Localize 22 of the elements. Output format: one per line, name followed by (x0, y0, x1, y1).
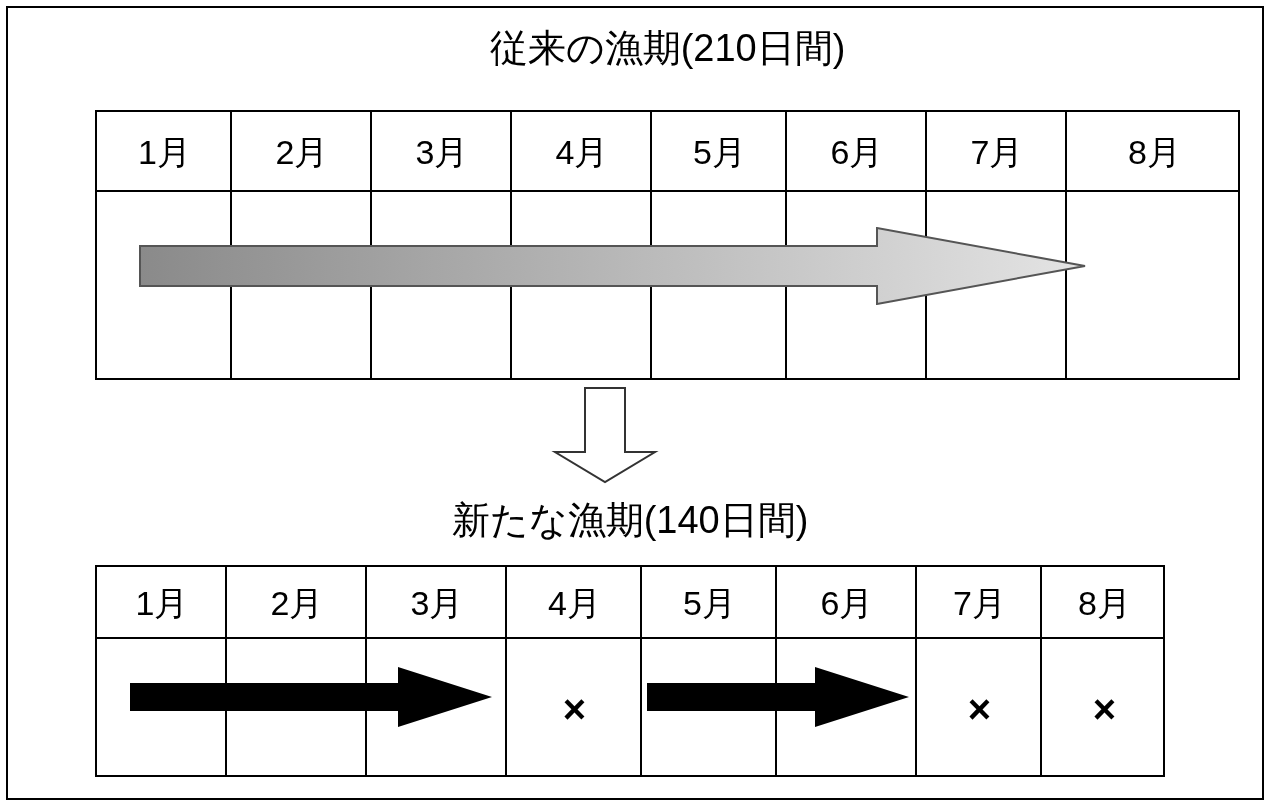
month-label: 3月 (410, 582, 464, 624)
month-label: 7月 (970, 131, 1024, 173)
month-label: 5月 (683, 582, 736, 624)
table-heading: 新たな漁期(140日間) (451, 498, 809, 543)
month-label: 2月 (270, 582, 324, 624)
month-label: 1月 (135, 582, 189, 624)
closed-mark: × (562, 686, 587, 733)
month-label: 8月 (1078, 582, 1131, 624)
month-label: 2月 (275, 131, 329, 173)
month-label: 3月 (415, 131, 469, 173)
month-label: 7月 (953, 582, 1006, 624)
down-arrow (551, 387, 659, 484)
closed-mark: × (967, 686, 992, 733)
month-label: 1月 (138, 131, 191, 173)
month-label: 6月 (820, 582, 874, 624)
month-label: 5月 (693, 131, 746, 173)
month-label: 8月 (1128, 131, 1181, 173)
table-heading: 従来の漁期(210日間) (489, 26, 846, 71)
month-label: 4月 (548, 582, 601, 624)
month-label: 6月 (830, 131, 884, 173)
month-label: 4月 (555, 131, 609, 173)
closed-mark: × (1092, 686, 1117, 733)
